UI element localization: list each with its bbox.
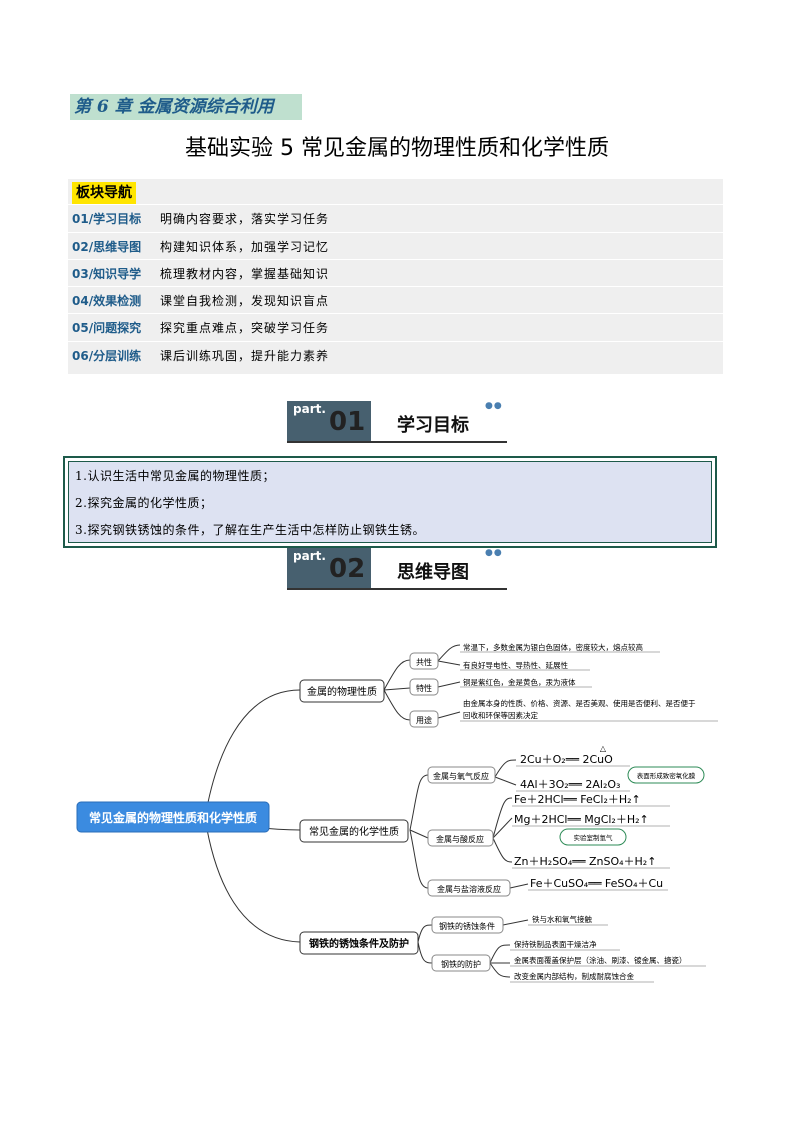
sub-node-label: 钢铁的锈蚀条件 [439,921,495,931]
learning-goals-panel: 1.认识生活中常见金属的物理性质； 2.探究金属的化学性质； 3.探究钢铁锈蚀的… [68,461,712,543]
sub-node-label: 钢铁的防护 [441,959,481,969]
leaf-text: 回收和环保等因素决定 [463,710,538,720]
note-bubble [559,828,627,846]
leaf-text: 铜是紫红色，金是黄色，汞为液体 [463,677,576,687]
leaf-text: 由金属本身的性质、价格、资源、是否美观、使用是否便利、是否便于 [463,698,696,708]
nav-item: 05/问题探究 探究重点难点，突破学习任务 [68,313,723,340]
goal-item: 2.探究金属的化学性质； [75,496,213,510]
part-underline [287,441,507,443]
nav-item-desc: 探究重点难点，突破学习任务 [160,321,330,335]
nav-item-code: 01/学习目标 [72,212,142,226]
page-title: 基础实验 5 常见金属的物理性质和化学性质 [185,136,609,161]
sub-node [409,678,439,696]
part-label: 学习目标 [397,415,469,436]
part-number: 02 [329,554,366,584]
note-text: 表面形成致密氧化膜 [637,771,696,780]
sub-node-label: 金属与氧气反应 [433,771,489,781]
decoration-icon: ●● [485,401,503,411]
equation: Fe＋2HCl══ FeCl₂＋H₂↑ [514,793,641,806]
leaf-text: 铁与水和氧气接触 [532,914,592,924]
learning-goals-box: 1.认识生活中常见金属的物理性质； 2.探究金属的化学性质； 3.探究钢铁锈蚀的… [63,456,717,548]
nav-item-code: 02/思维导图 [72,240,142,254]
heat-symbol: △ [600,744,607,753]
part-underline [287,588,507,590]
sub-node [427,879,511,897]
sub-node [427,766,496,784]
sub-node-label: 金属与盐溶液反应 [437,884,501,894]
sub-node [431,954,491,972]
nav-item: 04/效果检测 课堂自我检测，发现知识盲点 [68,286,723,313]
equation: Zn＋H₂SO₄══ ZnSO₄＋H₂↑ [514,855,656,868]
sub-node-label: 特性 [416,683,432,693]
branch-label: 常见金属的化学性质 [309,825,399,838]
leaf-text: 改变金属内部结构，制成耐腐蚀合金 [514,971,634,981]
nav-item-code: 05/问题探究 [72,321,142,335]
nav-item: 01/学习目标 明确内容要求，落实学习任务 [68,204,723,231]
goal-item: 3.探究钢铁锈蚀的条件，了解在生产生活中怎样防止钢铁生锈。 [75,523,425,537]
leaf-text: 金属表面覆盖保护层（涂油、刷漆、镀金属、搪瓷） [514,955,687,965]
note-text: 实验室制氢气 [574,833,614,842]
part-tab-label: part. [293,549,326,563]
nav-item-code: 06/分层训练 [72,349,142,363]
nav-item-desc: 构建知识体系，加强学习记忆 [160,240,330,254]
nav-item: 06/分层训练 课后训练巩固，提升能力素养 [68,341,723,368]
mind-map: 常见金属的物理性质和化学性质 金属的物理性质 常见金属的化学性质 钢铁的锈蚀条件… [76,642,718,983]
sub-node [427,829,494,847]
chapter-heading: 第 6 章 金属资源综合利用 [70,94,302,120]
root-node-label: 常见金属的物理性质和化学性质 [89,810,257,825]
equation: Mg＋2HCl══ MgCl₂＋H₂↑ [514,813,649,826]
equation: 4Al＋3O₂══ 2Al₂O₃ [520,778,620,791]
nav-title: 板块导航 [72,182,136,204]
branch-label: 钢铁的锈蚀条件及防护 [309,937,409,950]
decoration-icon: ●● [485,548,503,558]
branch-node [299,931,419,955]
nav-item-desc: 课堂自我检测，发现知识盲点 [160,294,330,308]
sub-node-label: 共性 [416,657,432,667]
nav-item: 03/知识导学 梳理教材内容，掌握基础知识 [68,259,723,286]
sub-node [409,710,439,728]
equation: Fe＋CuSO₄══ FeSO₄＋Cu [530,877,663,890]
sub-node-label: 用途 [416,715,432,725]
nav-item-desc: 明确内容要求，落实学习任务 [160,212,330,226]
leaf-text: 常温下，多数金属为银白色固体，密度较大，熔点较高 [463,642,643,652]
part-tab [287,548,371,588]
equation: 2Cu＋O₂══ 2CuO [520,753,613,766]
branch-node [299,819,409,843]
leaf-text: 有良好导电性、导热性、延展性 [463,660,568,670]
part-01-header: part. 01 学习目标 ●● [287,401,507,445]
nav-item-desc: 梳理教材内容，掌握基础知识 [160,267,330,281]
leaf-text: 保持铁制品表面干燥洁净 [514,939,597,949]
root-node [76,801,270,833]
goal-item: 1.认识生活中常见金属的物理性质； [75,469,275,483]
sub-node [409,652,439,670]
sub-node [431,916,504,934]
nav-item-code: 03/知识导学 [72,267,142,281]
part-tab [287,401,371,441]
part-tab-label: part. [293,402,326,416]
note-bubble [627,766,705,784]
nav-item-code: 04/效果检测 [72,294,142,308]
branch-node [299,679,385,703]
branch-label: 金属的物理性质 [307,685,377,698]
nav-item-desc: 课后训练巩固，提升能力素养 [160,349,330,363]
part-label: 思维导图 [397,562,469,583]
part-02-header: part. 02 思维导图 ●● [287,548,507,592]
section-navigation: 板块导航 01/学习目标 明确内容要求，落实学习任务 02/思维导图 构建知识体… [68,179,723,374]
part-number: 01 [329,407,366,437]
sub-node-label: 金属与酸反应 [436,834,484,844]
nav-item: 02/思维导图 构建知识体系，加强学习记忆 [68,232,723,259]
